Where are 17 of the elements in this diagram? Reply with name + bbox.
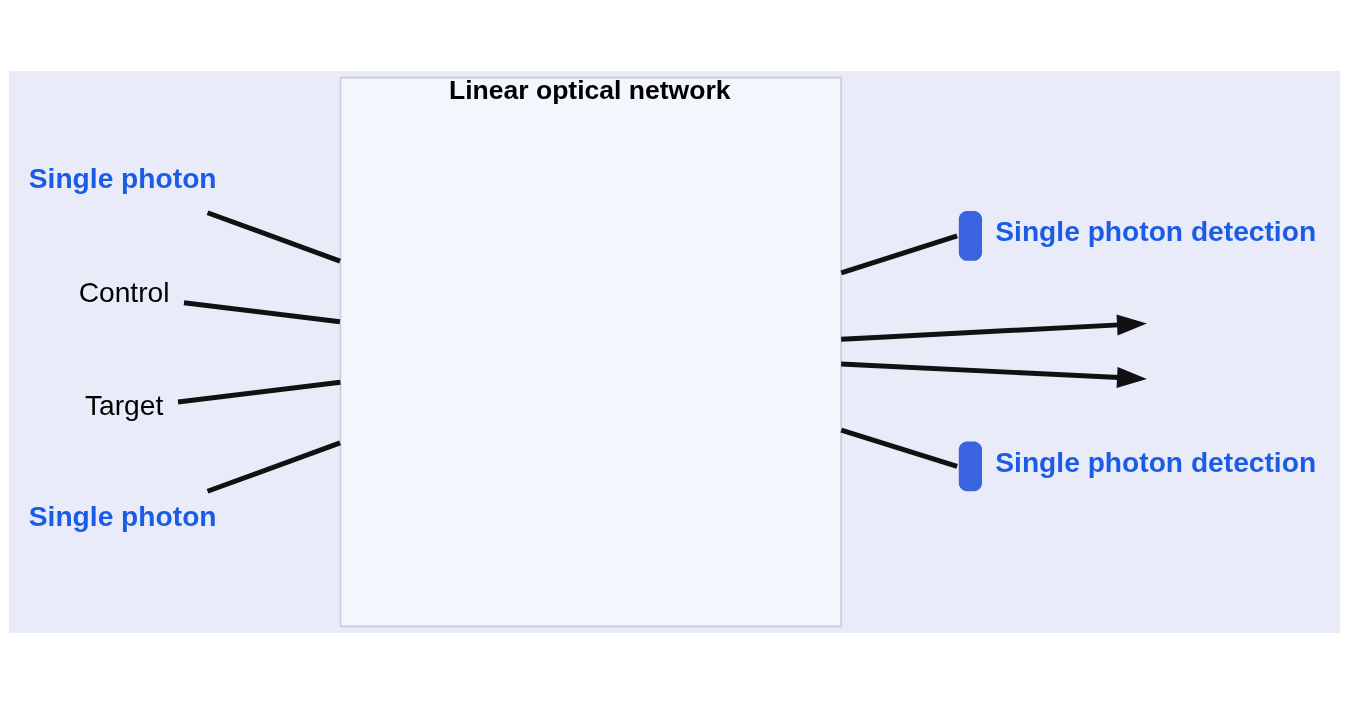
connector: [206, 209, 341, 263]
node-text: Single photon: [28, 499, 217, 532]
node-label: Single photon detection: [995, 445, 1317, 478]
node-label: Single photon detection: [995, 214, 1317, 247]
connector: [840, 233, 958, 275]
connector: [177, 379, 341, 404]
connector: [206, 440, 341, 494]
arrow: [841, 361, 1147, 388]
connector: [183, 299, 341, 324]
node-text: Single photon: [28, 161, 217, 194]
node-semicircle: [958, 441, 983, 491]
arrow: [841, 314, 1147, 342]
node-text: Target: [84, 388, 164, 421]
connector: [840, 427, 958, 469]
node-box: Linear optical network: [339, 76, 842, 627]
node-text: Control: [78, 275, 170, 308]
node-semicircle: [958, 210, 983, 261]
